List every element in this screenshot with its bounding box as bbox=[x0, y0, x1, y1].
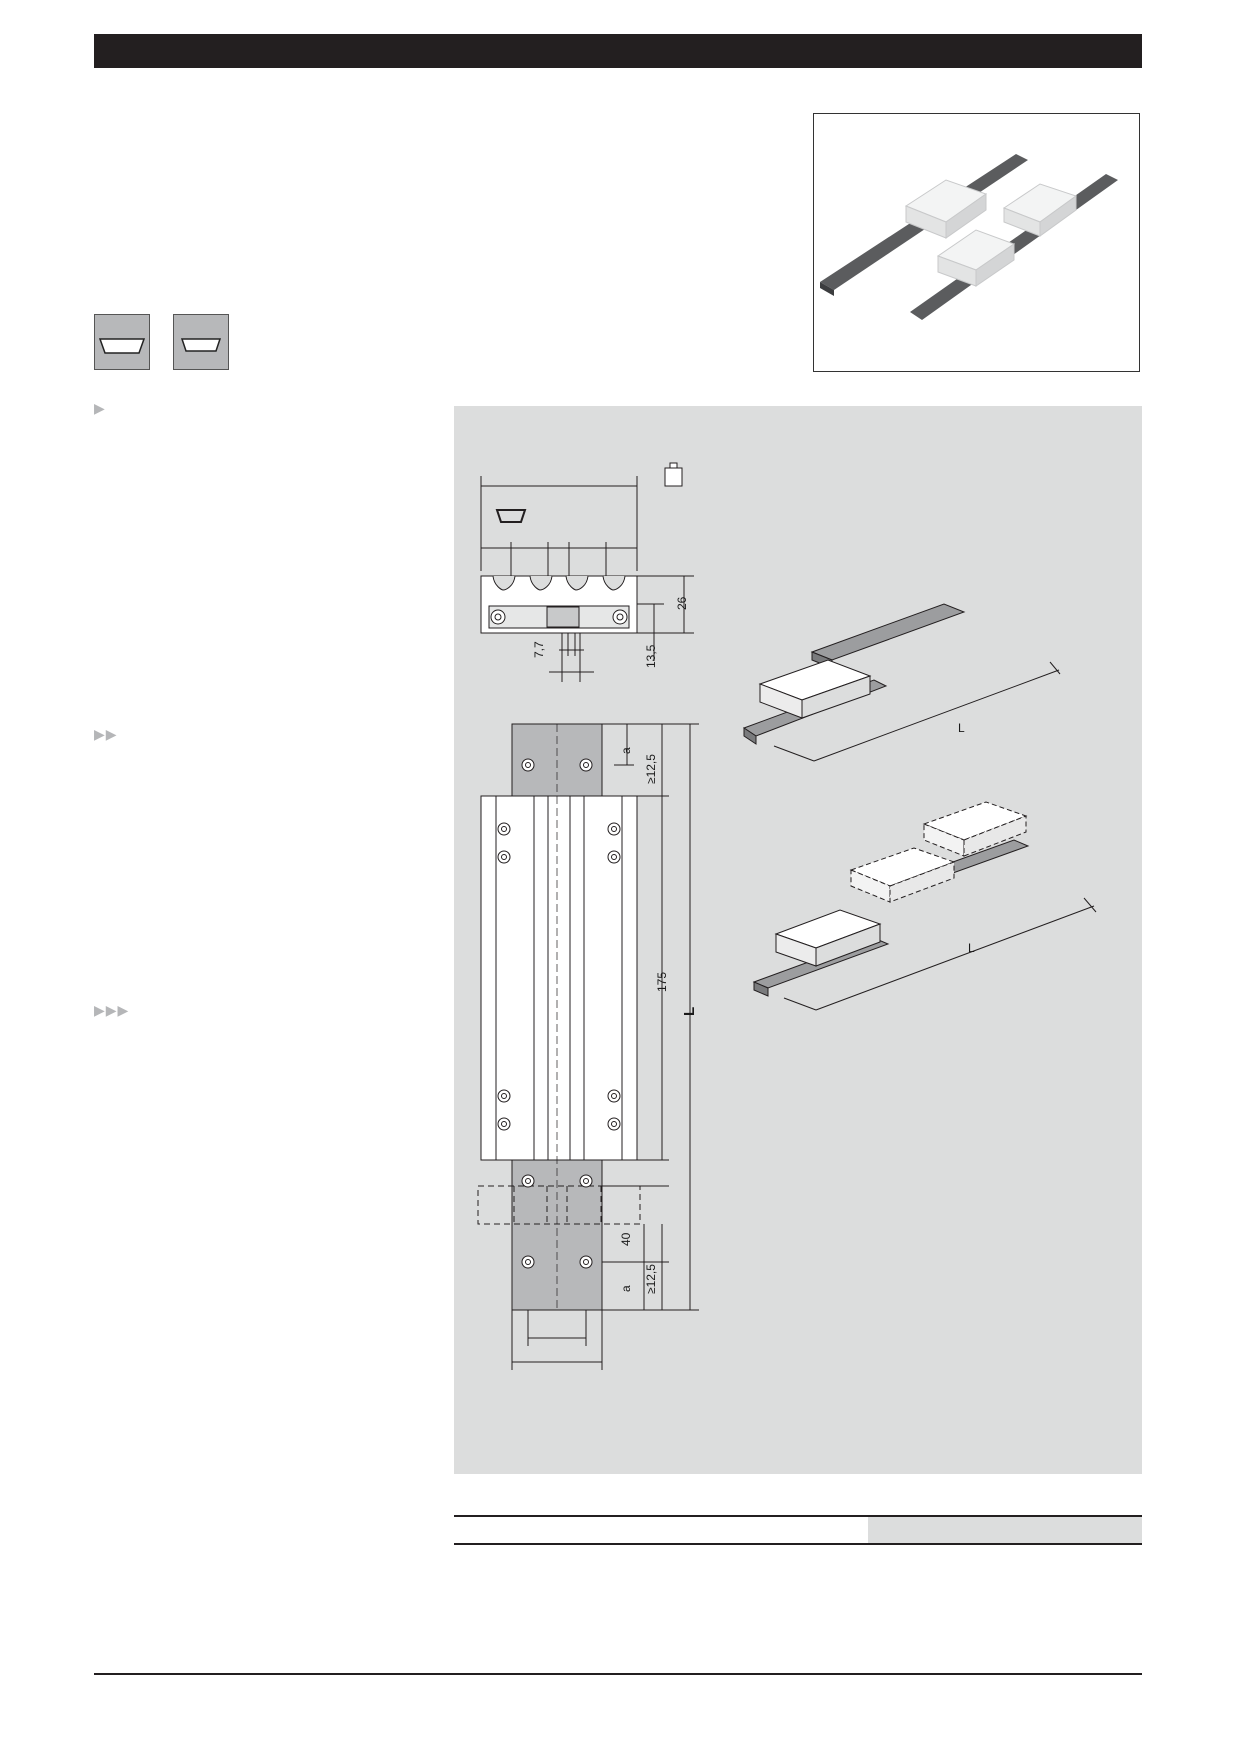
rail-profile-icon bbox=[173, 314, 229, 370]
table-header-shaded-cell bbox=[868, 1517, 1142, 1543]
bullet-level-1: ▶ bbox=[94, 400, 106, 416]
dim-length-block: 175 bbox=[655, 972, 669, 992]
dim-height-rail: 13,5 bbox=[644, 644, 658, 668]
dim-min-top: ≥12,5 bbox=[644, 754, 658, 784]
product-image bbox=[820, 154, 1118, 320]
product-photo bbox=[813, 113, 1140, 372]
header-bar bbox=[94, 34, 1142, 68]
table-header bbox=[454, 1515, 1142, 1545]
dim-a-top: a bbox=[619, 747, 633, 754]
dim-offset: 7,7 bbox=[532, 641, 546, 658]
technical-drawing: 26 13,5 7,7 a ≥12,5 175 L 40 a ≥12,5 L L bbox=[477, 462, 1097, 1370]
dim-length-total: L bbox=[681, 1007, 698, 1016]
bullet-level-2: ▶▶ bbox=[94, 726, 118, 742]
footer-rule bbox=[94, 1673, 1142, 1675]
dim-a-bottom: a bbox=[619, 1285, 633, 1292]
weight-icon bbox=[664, 462, 683, 487]
dim-spacing: 40 bbox=[619, 1232, 633, 1246]
bullet-level-3: ▶▶▶ bbox=[94, 1002, 130, 1018]
technical-drawing-panel: 26 13,5 7,7 a ≥12,5 175 L 40 a ≥12,5 L L bbox=[454, 406, 1142, 1474]
dim-height-total: 26 bbox=[675, 596, 689, 610]
iso-label-single: L bbox=[958, 721, 965, 735]
iso-label-multi: L bbox=[968, 941, 975, 955]
dim-min-bottom: ≥12,5 bbox=[644, 1264, 658, 1294]
rail-profile-icon bbox=[94, 314, 150, 370]
